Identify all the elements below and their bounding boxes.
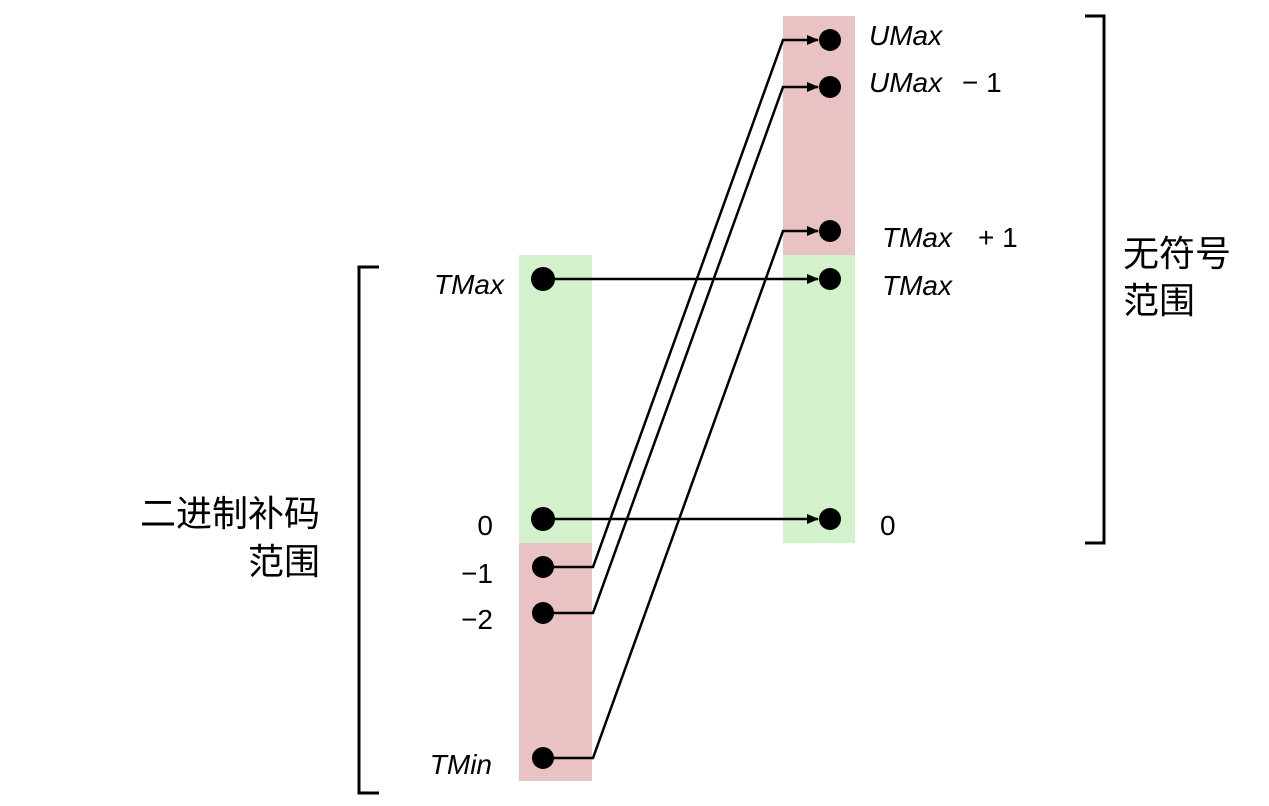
dot-right-zero: [819, 508, 841, 530]
right-label-umax-name: UMax: [869, 67, 943, 98]
right-range-label-line2: 范围: [1123, 281, 1195, 322]
right-label-tmax-plus-name: TMax: [882, 222, 953, 253]
left-label-zero: 0: [477, 510, 493, 541]
left-negative-region: [519, 543, 592, 781]
left-range-label-line2: 范围: [248, 542, 320, 583]
dot-left-neg-one: [532, 556, 554, 578]
left-range-label-line1: 二进制补码: [140, 494, 320, 535]
mapping-arrow-neg-two: [543, 82, 819, 615]
right-range-bracket: [1085, 14, 1106, 545]
dot-right-umax: [819, 29, 841, 51]
left-label-tmax: TMax: [434, 269, 505, 300]
dot-left-zero: [531, 507, 555, 531]
left-label-neg-one: −1: [461, 558, 493, 589]
left-label-neg-two: −2: [461, 604, 493, 635]
dot-right-tmax-plus-one: [819, 220, 841, 242]
right-range-label-line1: 无符号: [1123, 234, 1231, 275]
right-lower-region: [783, 255, 855, 543]
right-label-tmax-plus-one: + 1: [978, 222, 1018, 253]
right-upper-region: [783, 16, 855, 255]
left-positive-region: [519, 255, 592, 543]
right-label-umax-minus-one: − 1: [962, 67, 1002, 98]
dot-left-tmax: [531, 267, 555, 291]
right-label-tmax: TMax: [882, 270, 953, 301]
dot-right-umax-minus-one: [819, 76, 841, 98]
left-label-tmin: TMin: [430, 749, 492, 780]
left-range-bracket: [357, 265, 379, 795]
dot-left-neg-two: [532, 602, 554, 624]
right-label-zero: 0: [880, 510, 896, 541]
mapping-arrow-neg-one: [543, 35, 819, 569]
dot-right-tmax: [819, 268, 841, 290]
right-label-umax: UMax: [869, 20, 943, 51]
mapping-arrow-tmin: [543, 226, 819, 760]
dot-left-tmin: [532, 747, 554, 769]
